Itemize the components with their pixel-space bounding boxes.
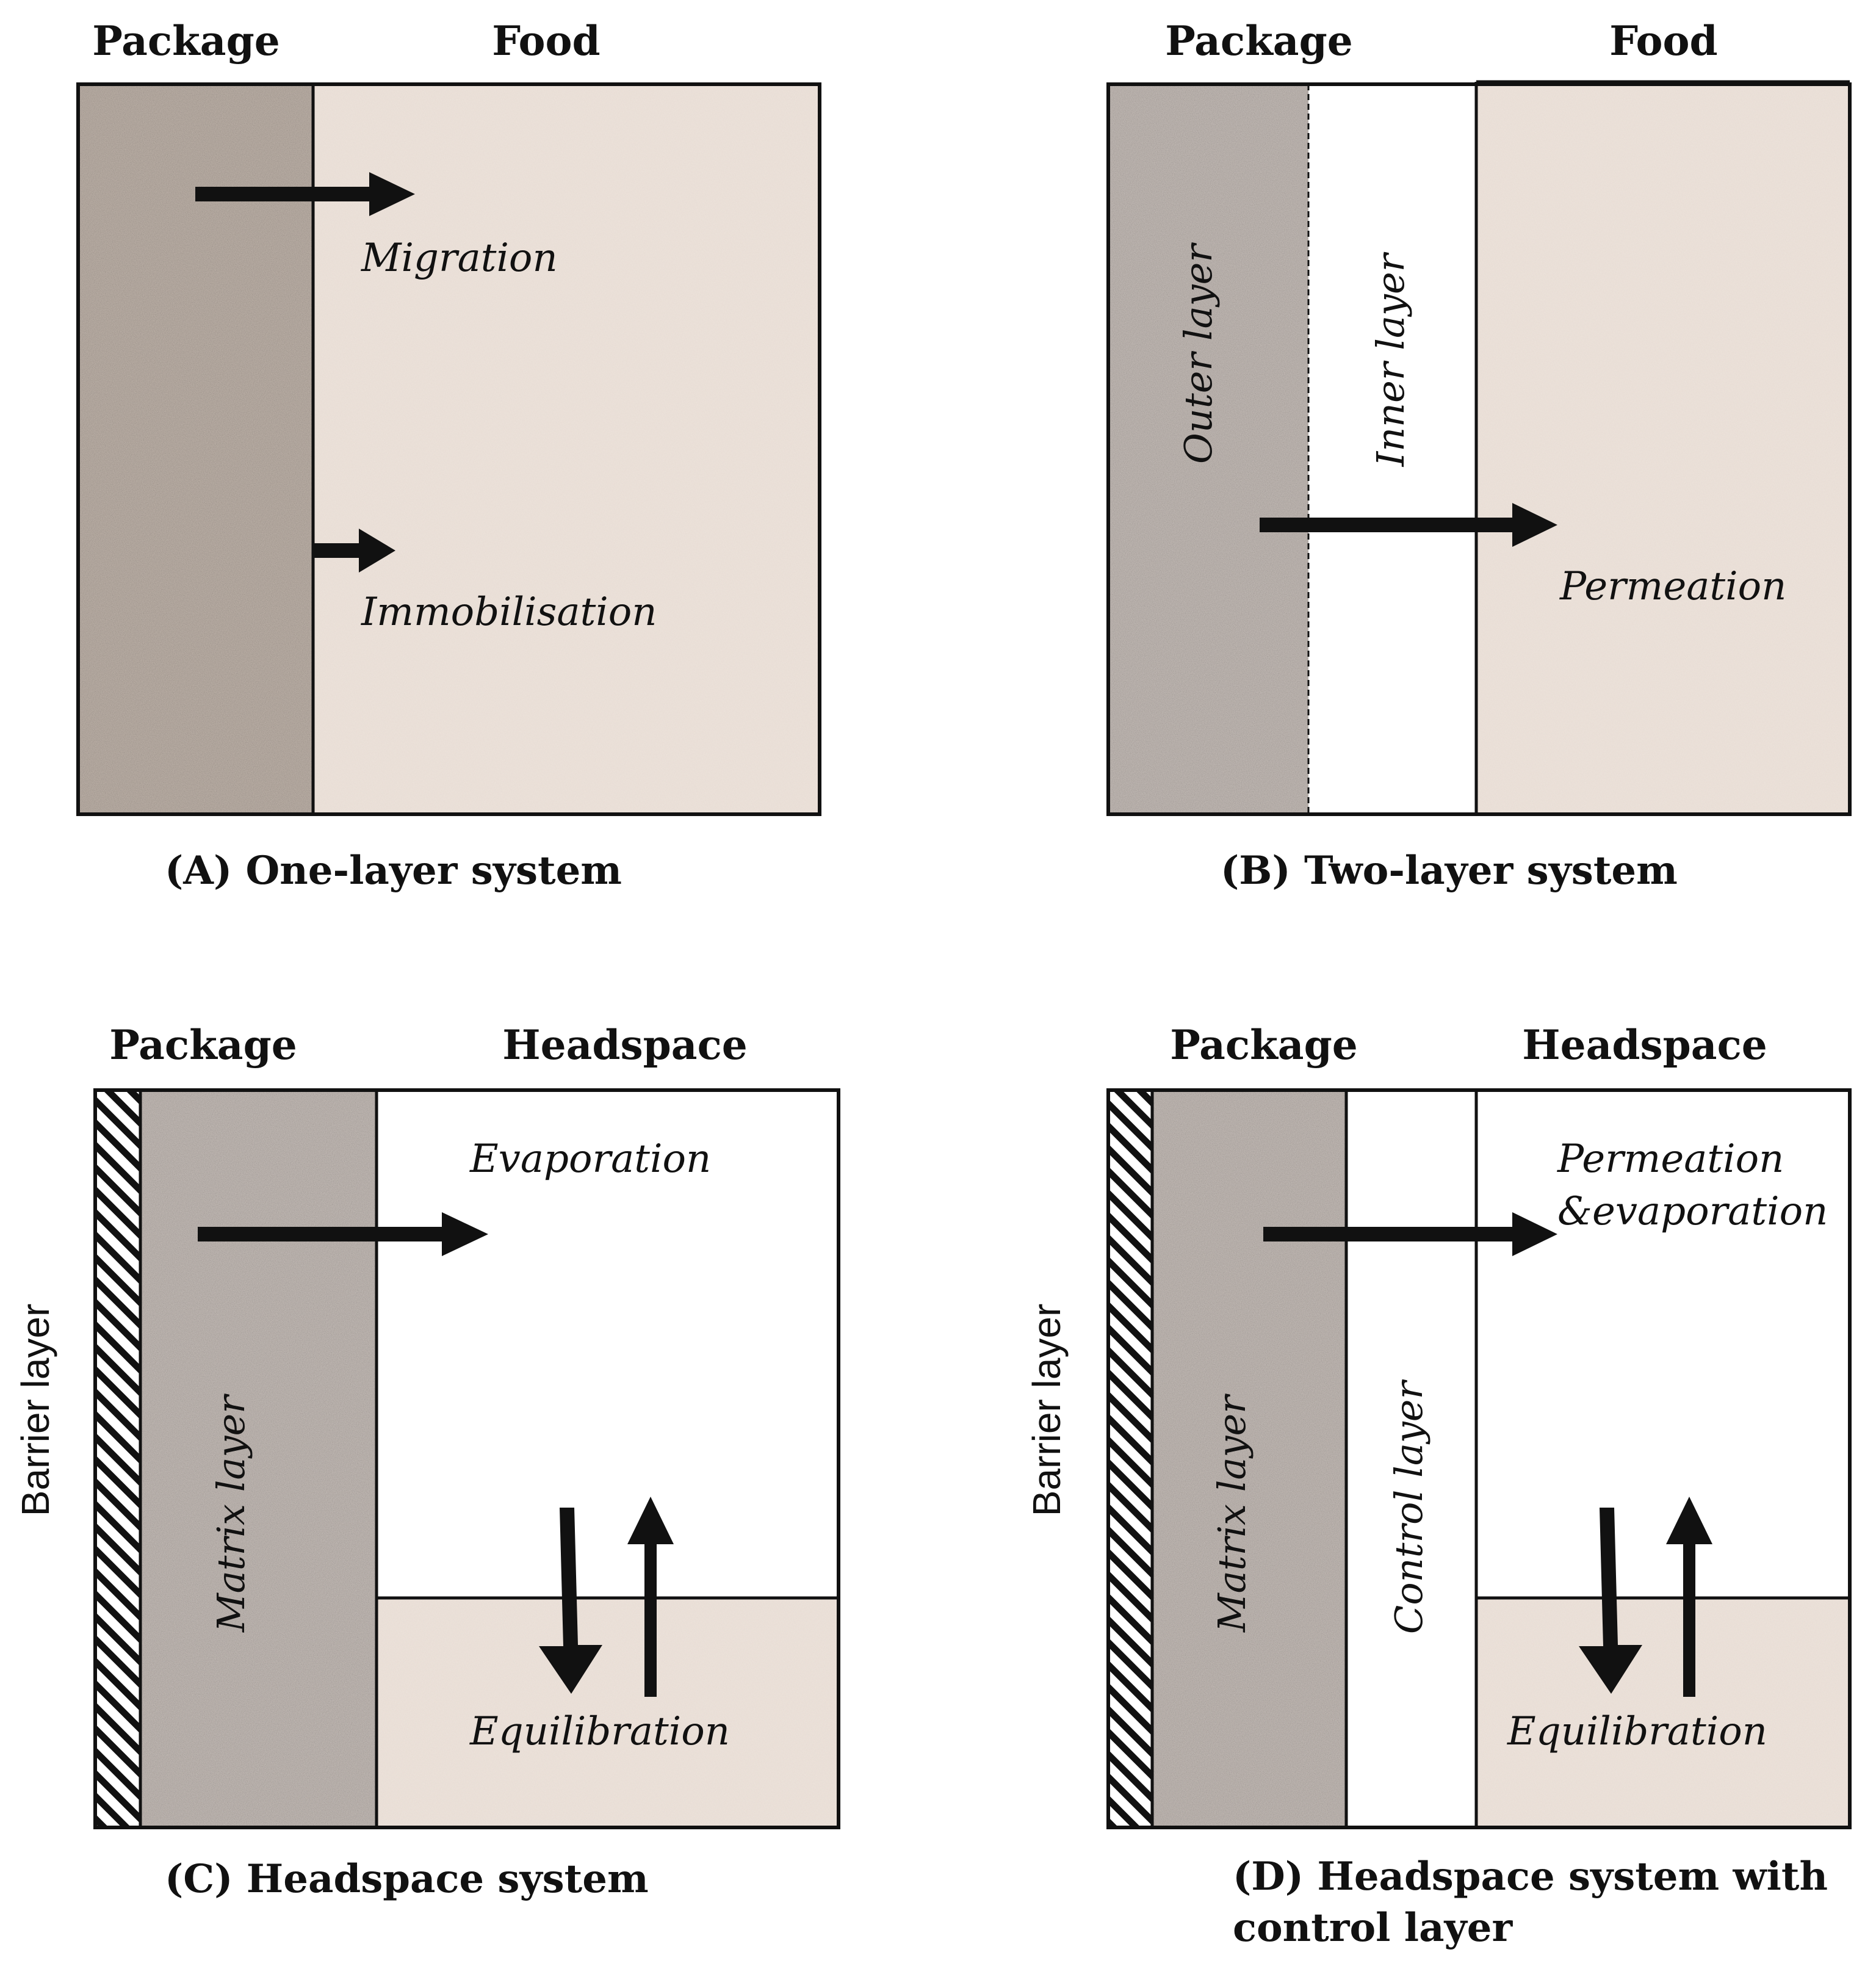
matrix-layer-label: Matrix layer (209, 1393, 253, 1633)
caption-b: (B) Two-layer system (1221, 848, 1678, 894)
equilibration-label: Equilibration (1507, 1709, 1767, 1754)
equilibration-up-arrow (627, 1497, 674, 1697)
evaporation-label: Evaporation (469, 1137, 711, 1182)
food-region (1476, 1598, 1850, 1827)
headspace-region (377, 1090, 839, 1598)
food-region (1476, 82, 1850, 814)
caption-d-line1: (D) Headspace system with (1233, 1854, 1828, 1899)
headspace-region (1476, 1090, 1850, 1598)
control-layer-label: Control layer (1387, 1379, 1431, 1635)
barrier-layer-label: Barrier layer (13, 1304, 57, 1517)
panel-a-one-layer: Package Food Migration Immobilisation (A… (76, 17, 821, 894)
barrier-layer (95, 1090, 140, 1827)
equilibration-up-arrow (1666, 1497, 1712, 1697)
food-heading: Food (492, 17, 600, 65)
panel-c-headspace: Package Headspace Barrier layer Matrix l… (13, 1021, 840, 1902)
immobilisation-label: Immobilisation (361, 590, 657, 635)
migration-label: Migration (361, 236, 558, 281)
panel-frame (93, 1088, 840, 1829)
equilibration-down-arrow (539, 1508, 602, 1694)
food-region (377, 1598, 839, 1827)
panel-d-headspace-control: Package Headspace Barrier layer Matrix l… (1025, 1021, 1852, 1951)
control-layer-region (1346, 1090, 1476, 1827)
panel-frame (76, 82, 821, 816)
headspace-heading: Headspace (1522, 1021, 1767, 1069)
equilibration-down-arrow (1579, 1508, 1642, 1694)
barrier-layer (1108, 1090, 1152, 1827)
panel-b-two-layer: Package Food Outer layer Inner layer Per… (1106, 17, 1852, 894)
inner-layer-label: Inner layer (1368, 251, 1413, 467)
package-heading: Package (109, 1021, 297, 1069)
caption-d-line2: control layer (1233, 1905, 1513, 1951)
caption-c: (C) Headspace system (165, 1856, 649, 1902)
matrix-layer-region (1152, 1090, 1346, 1827)
outer-layer-region (1108, 84, 1308, 814)
permeation-evaporation-label-line1: Permeation (1557, 1137, 1784, 1182)
migration-arrow (195, 172, 415, 216)
equilibration-label: Equilibration (469, 1709, 730, 1754)
outer-layer-label: Outer layer (1176, 242, 1221, 464)
package-heading: Package (1170, 1021, 1357, 1069)
immobilisation-arrow (313, 529, 395, 573)
panel-frame (1106, 82, 1852, 816)
panel-frame (1106, 1088, 1852, 1829)
inner-layer-region (1308, 84, 1476, 814)
permeation-evaporation-arrow (1263, 1212, 1557, 1256)
food-heading: Food (1609, 17, 1717, 65)
headspace-heading: Headspace (502, 1021, 748, 1069)
caption-a: (A) One-layer system (165, 848, 622, 894)
food-region (313, 84, 820, 814)
package-heading: Package (92, 17, 280, 65)
package-layer (78, 84, 313, 814)
matrix-layer-label: Matrix layer (1210, 1393, 1254, 1633)
permeation-arrow (1260, 503, 1557, 547)
package-heading: Package (1165, 17, 1352, 65)
permeation-label: Permeation (1559, 564, 1786, 609)
matrix-layer-region (140, 1090, 377, 1827)
barrier-layer-label: Barrier layer (1025, 1304, 1069, 1517)
permeation-evaporation-label-line2: &evaporation (1557, 1189, 1828, 1234)
evaporation-arrow (198, 1212, 488, 1256)
